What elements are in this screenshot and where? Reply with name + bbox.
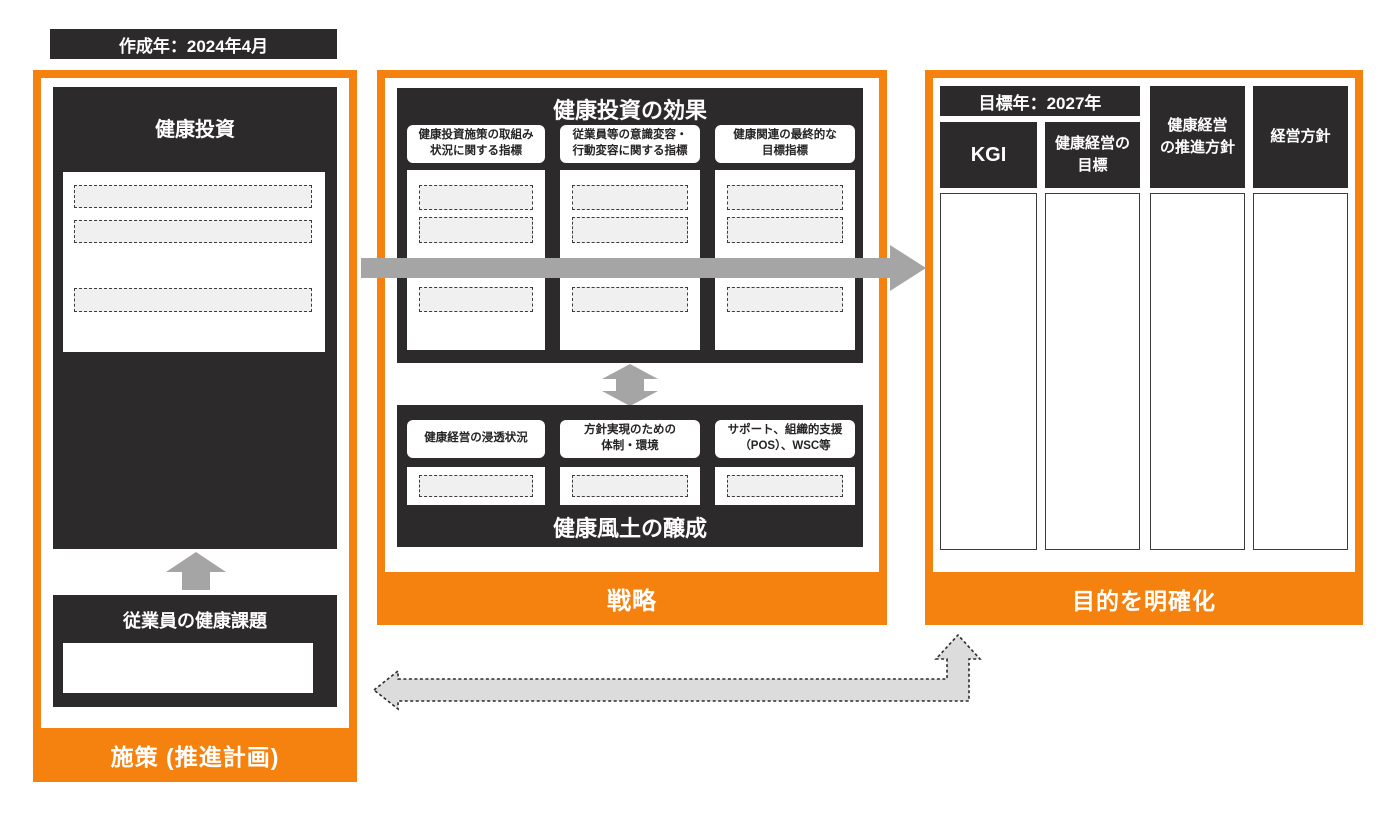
culture-column-header: 方針実現のための 体制・環境 xyxy=(560,420,700,458)
purpose-column-header-policy: 健康経営 の推進方針 xyxy=(1150,86,1245,188)
placeholder-box xyxy=(727,287,843,312)
investment-content-box xyxy=(63,172,325,352)
measures-footer-label: 施策 (推進計画) xyxy=(110,744,280,770)
culture-column-body xyxy=(715,467,855,505)
effect-column-header: 健康投資施策の取組み 状況に関する指標 xyxy=(407,125,545,163)
employee-issues-title: 従業員の健康課題 xyxy=(123,611,267,631)
placeholder-box xyxy=(727,185,843,210)
health-investment-title: 健康投資 xyxy=(155,119,235,141)
purpose-column-box xyxy=(940,193,1037,550)
purpose-column-box xyxy=(1253,193,1348,550)
placeholder-box xyxy=(74,220,312,243)
culture-column-body xyxy=(407,467,545,505)
culture-column-body xyxy=(560,467,700,505)
employee-issues-panel: 従業員の健康課題 xyxy=(53,595,337,707)
placeholder-box xyxy=(74,185,312,208)
health-culture-title: 健康風土の醸成 xyxy=(552,516,707,541)
placeholder-box xyxy=(419,287,533,312)
placeholder-box xyxy=(727,217,843,243)
placeholder-box xyxy=(572,475,688,497)
placeholder-box xyxy=(572,217,688,243)
purpose-column-header-kgi: KGI xyxy=(940,122,1037,188)
purpose-column-header-goal: 健康経営の 目標 xyxy=(1045,122,1140,188)
health-investment-panel: 健康投資 xyxy=(53,87,337,549)
creation-year-label: 作成年：2024年4月 xyxy=(50,29,337,59)
placeholder-box xyxy=(572,185,688,210)
effect-column-header: 健康関連の最終的な 目標指標 xyxy=(715,125,855,163)
placeholder-box xyxy=(419,185,533,210)
purpose-column-box xyxy=(1150,193,1245,550)
culture-column-header: 健康経営の浸透状況 xyxy=(407,420,545,458)
placeholder-box xyxy=(572,287,688,312)
target-year-label: 目標年：2027年 xyxy=(940,86,1140,116)
investment-effects-title: 健康投資の効果 xyxy=(552,98,707,123)
placeholder-box xyxy=(419,217,533,243)
purpose-column-header-management: 経営方針 xyxy=(1253,86,1348,188)
feedback-elbow-arrow-icon xyxy=(372,633,982,711)
purpose-footer-label: 目的を明確化 xyxy=(1072,587,1216,614)
purpose-column-box xyxy=(1045,193,1140,550)
strategy-footer-label: 戦略 xyxy=(607,588,657,615)
placeholder-box xyxy=(419,475,533,497)
culture-column-header: サポート、組織的支援 （POS）、WSC等 xyxy=(715,420,855,458)
effect-column-header: 従業員等の意識変容・ 行動変容に関する指標 xyxy=(560,125,700,163)
placeholder-box xyxy=(74,288,312,312)
issues-input-box xyxy=(63,643,313,693)
placeholder-box xyxy=(727,475,843,497)
